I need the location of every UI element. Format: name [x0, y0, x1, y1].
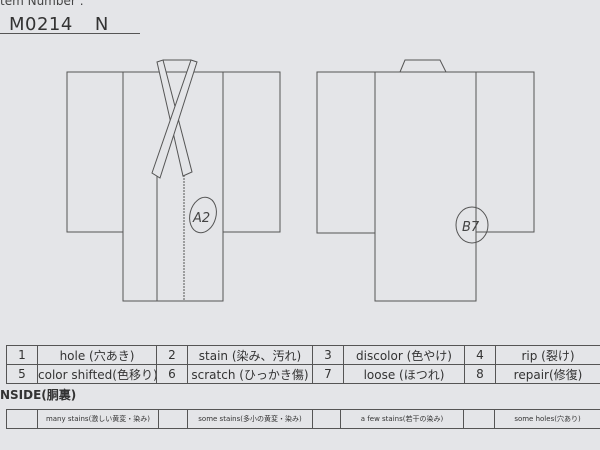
back-right-sleeve [475, 71, 535, 233]
inside-condition-table: many stains(激しい黄変・染み) some stains(多小の黄変・… [6, 409, 600, 429]
legend-label: scratch (ひっかき傷) [187, 364, 313, 384]
kimono-front: A2 [66, 59, 281, 302]
back-damage-circle [455, 206, 489, 244]
legend-num: 8 [464, 364, 496, 384]
legend-num: 1 [6, 345, 38, 365]
legend-num: 6 [156, 364, 188, 384]
legend-label: loose (ほつれ) [343, 364, 465, 384]
legend-num: 7 [312, 364, 344, 384]
inside-option: some holes(穴あり) [494, 409, 600, 429]
back-mark: B7 [462, 220, 480, 235]
item-number: M0214 N [9, 14, 131, 35]
item-number-label: tem Number : [0, 0, 84, 8]
back-left-sleeve [316, 71, 376, 234]
legend-num: 3 [312, 345, 344, 365]
item-number-suffix: N [94, 14, 109, 35]
front-left-sleeve [66, 71, 124, 233]
kimono-diagram: A2 B7 [66, 59, 535, 302]
inside-checkbox[interactable] [6, 409, 38, 429]
kimono-back: B7 [316, 59, 535, 302]
item-number-underline [0, 33, 140, 34]
legend-label: discolor (色やけ) [343, 345, 465, 365]
inside-checkbox[interactable] [158, 409, 188, 429]
front-mark: A2 [192, 211, 210, 226]
legend-label: color shifted(色移り) [37, 364, 157, 384]
inside-section-title: NSIDE(胴裏) [0, 388, 77, 402]
back-collar [399, 59, 447, 73]
inside-option: a few stains(若干の染み) [340, 409, 464, 429]
inside-checkbox[interactable] [312, 409, 341, 429]
legend-label: rip (裂け) [495, 345, 600, 365]
legend-num: 5 [6, 364, 38, 384]
legend-label: stain (染み、汚れ) [187, 345, 313, 365]
inside-row: many stains(激しい黄変・染み) some stains(多小の黄変・… [6, 409, 600, 429]
front-right-sleeve [222, 71, 281, 233]
back-body [374, 71, 477, 302]
inside-checkbox[interactable] [463, 409, 495, 429]
legend-num: 2 [156, 345, 188, 365]
inside-option: many stains(激しい黄変・染み) [37, 409, 159, 429]
item-number-value: M0214 [9, 14, 73, 35]
collar-left-band [151, 59, 198, 179]
legend-label: repair(修復) [495, 364, 600, 384]
legend-label: hole (穴あき) [37, 345, 157, 365]
legend-num: 4 [464, 345, 496, 365]
inside-option: some stains(多小の黄変・染み) [187, 409, 313, 429]
front-damage-circle [189, 196, 217, 234]
